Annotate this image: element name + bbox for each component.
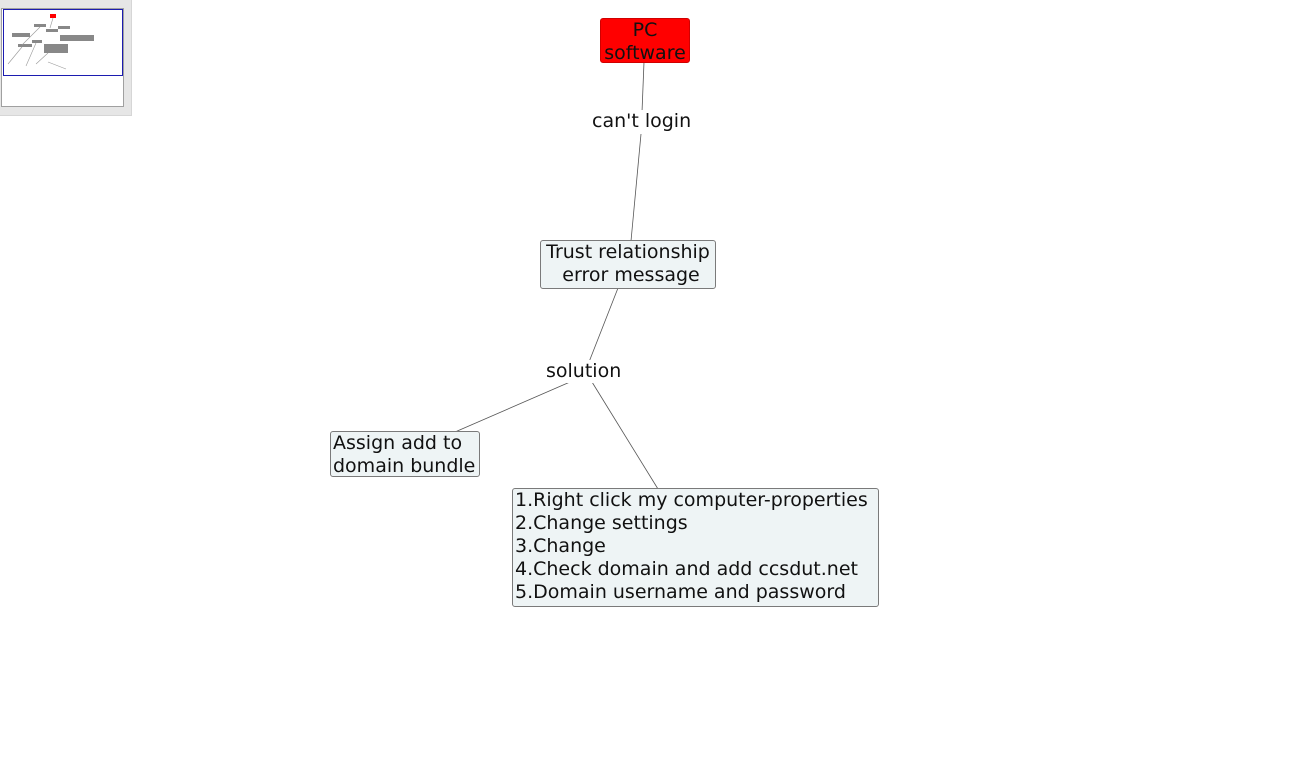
overview-root-node — [50, 14, 56, 18]
overview-node — [34, 24, 46, 27]
line-solution-to-assign — [454, 381, 571, 433]
overview-viewport[interactable] — [3, 9, 123, 76]
overview-node — [32, 40, 42, 43]
link-label-solution[interactable]: solution — [546, 360, 622, 383]
line-trust-to-solution — [588, 287, 619, 363]
overview-node — [12, 33, 30, 37]
overview-map[interactable] — [1, 8, 124, 107]
concept-node-trust-relationship[interactable]: Trust relationship error message — [540, 240, 716, 289]
overview-node — [18, 44, 32, 47]
overview-thumbnail — [7, 14, 94, 70]
link-label-cant-login[interactable]: can't login — [592, 110, 692, 133]
overview-navigator[interactable] — [0, 0, 132, 116]
overview-node — [58, 26, 70, 29]
line-root-to-cant-login — [641, 61, 645, 113]
overview-node — [44, 44, 68, 53]
concept-node-solution-steps[interactable]: 1.Right click my computer-properties 2.C… — [512, 488, 879, 607]
line-cant-login-to-trust — [630, 133, 642, 242]
line-solution-to-steps — [591, 381, 659, 490]
overview-node — [60, 35, 94, 41]
overview-node — [46, 29, 58, 32]
concept-node-assign-domain-bundle[interactable]: Assign add to domain bundle — [330, 431, 480, 477]
concept-node-pc-software[interactable]: PC software — [600, 18, 690, 64]
